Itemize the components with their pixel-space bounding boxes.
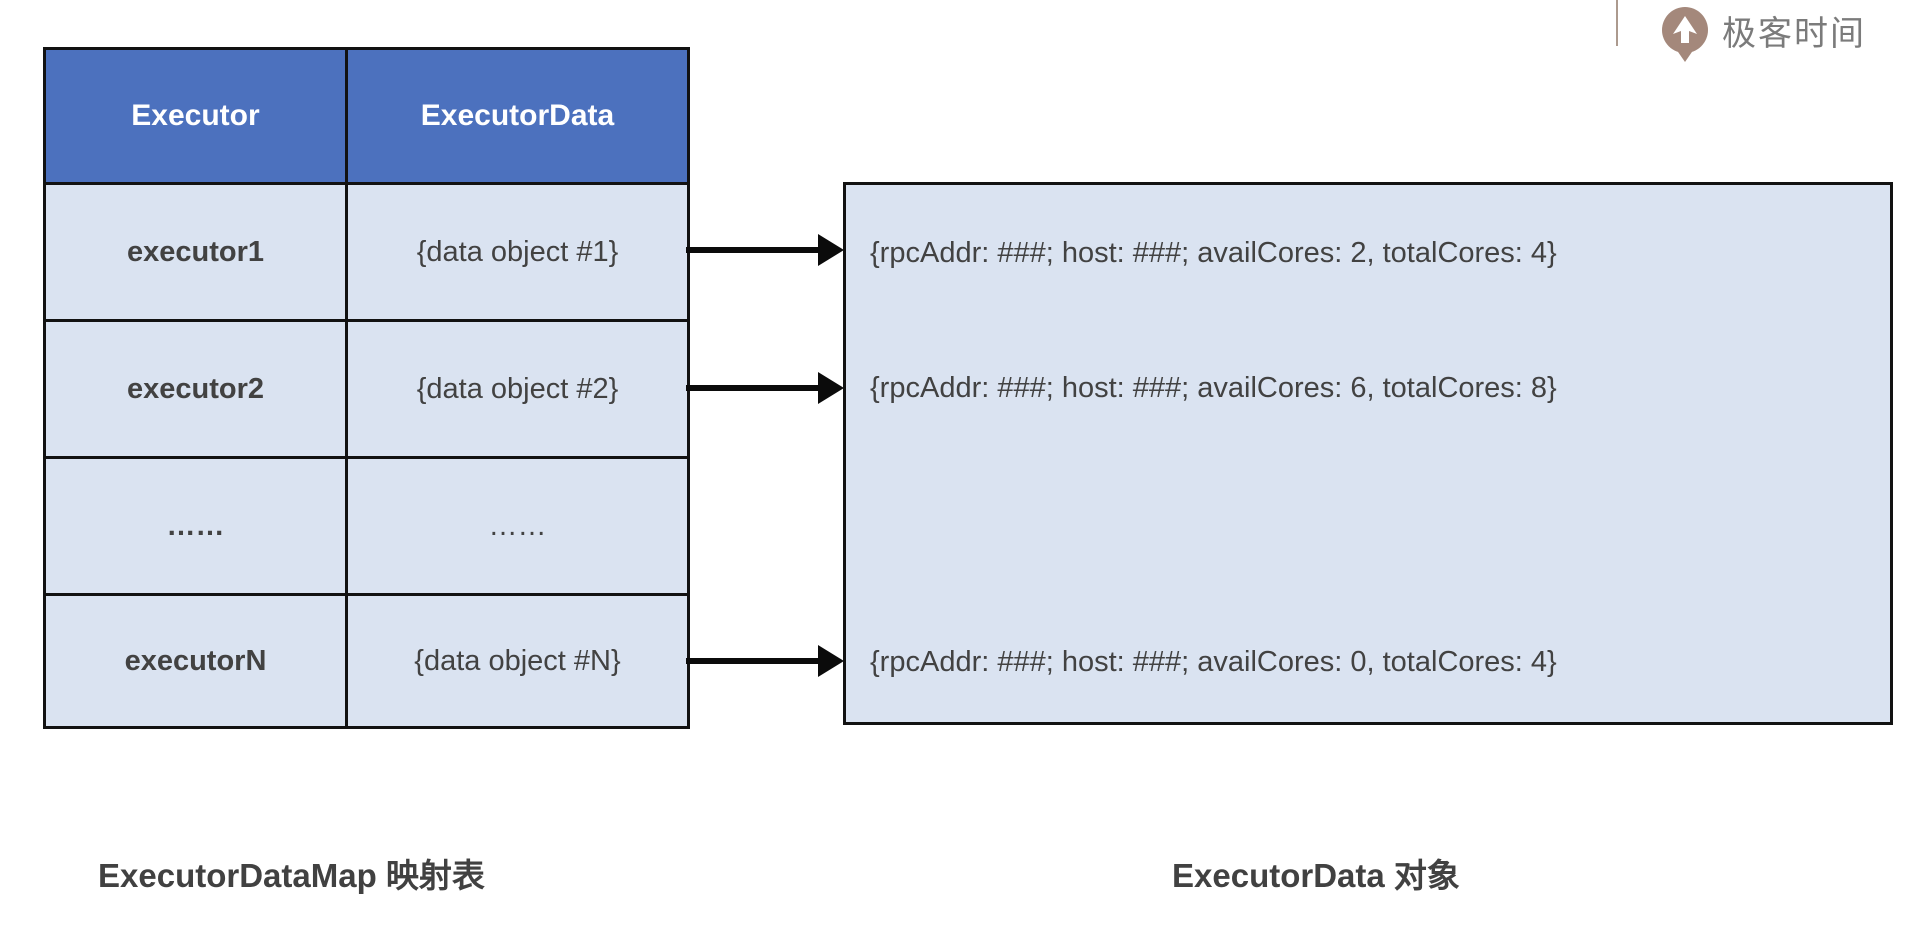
table-cell-key: executor1 [46, 185, 345, 319]
arrow-head-icon [818, 234, 844, 266]
table-cell-value: {data object #N} [348, 596, 687, 726]
column-header-executordata: ExecutorData [348, 50, 687, 182]
table-cell-value: {data object #2} [348, 322, 687, 456]
arrow-shaft [686, 658, 824, 664]
table-cell-value: {data object #1} [348, 185, 687, 319]
arrow-head-icon [818, 372, 844, 404]
pointer-arrow-1 [686, 234, 844, 266]
executor-map-table: Executor ExecutorData executor1 {data ob… [43, 47, 690, 729]
pointer-arrow-2 [686, 372, 844, 404]
table-cell-key: …… [46, 459, 345, 593]
column-header-executor: Executor [46, 50, 345, 182]
executor-data-entry: {rpcAddr: ###; host: ###; availCores: 6,… [870, 372, 1557, 404]
table-cell-key: executor2 [46, 322, 345, 456]
executor-data-entry: {rpcAddr: ###; host: ###; availCores: 2,… [870, 237, 1557, 269]
executor-data-entry: {rpcAddr: ###; host: ###; availCores: 0,… [870, 646, 1557, 678]
geektime-icon [1662, 7, 1708, 62]
arrow-shaft [686, 247, 824, 253]
map-table-caption: ExecutorDataMap 映射表 [98, 857, 485, 894]
logo-divider [1616, 0, 1618, 46]
executor-data-box: {rpcAddr: ###; host: ###; availCores: 2,… [843, 182, 1893, 725]
arrow-head-icon [818, 645, 844, 677]
table-cell-value: …… [348, 459, 687, 593]
object-box-caption: ExecutorData 对象 [1172, 857, 1460, 894]
table-cell-key: executorN [46, 596, 345, 726]
arrow-shaft [686, 385, 824, 391]
brand-logo: 极客时间 [1660, 5, 1866, 63]
pointer-arrow-3 [686, 645, 844, 677]
brand-name: 极客时间 [1722, 15, 1866, 53]
